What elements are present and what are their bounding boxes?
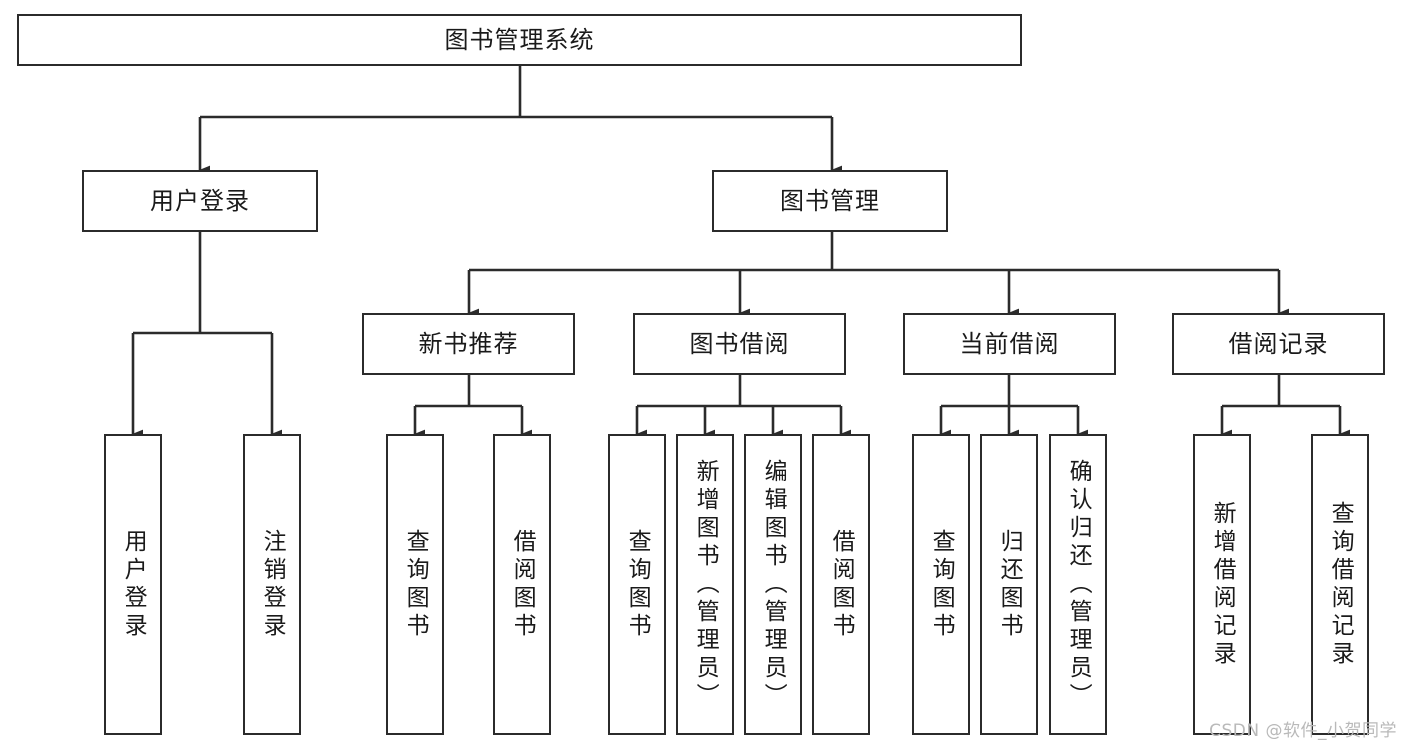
node-leaf-query-record[interactable]: 查询借阅记录 [1311, 434, 1369, 735]
node-book-borrow-label: 图书借阅 [689, 329, 790, 358]
csdn-watermark: CSDN @软件_小贺同学 [1209, 721, 1397, 741]
node-user-login[interactable]: 用户登录 [82, 170, 318, 232]
node-leaf-return-book[interactable]: 归还图书 [980, 434, 1038, 735]
node-leaf-add-book-label: 新增图书（管理员） [692, 458, 719, 711]
node-new-book-rec[interactable]: 新书推荐 [362, 313, 575, 375]
node-borrow-record[interactable]: 借阅记录 [1172, 313, 1385, 375]
node-root[interactable]: 图书管理系统 [17, 14, 1022, 66]
node-leaf-edit-book[interactable]: 编辑图书（管理员） [744, 434, 802, 735]
node-leaf-add-record[interactable]: 新增借阅记录 [1193, 434, 1251, 735]
node-book-borrow[interactable]: 图书借阅 [633, 313, 846, 375]
node-leaf-borrow-book-2-label: 借阅图书 [828, 528, 855, 641]
node-leaf-borrow-book-1[interactable]: 借阅图书 [493, 434, 551, 735]
node-leaf-query-book-1[interactable]: 查询图书 [386, 434, 444, 735]
node-leaf-logout[interactable]: 注销登录 [243, 434, 301, 735]
node-leaf-query-book-3[interactable]: 查询图书 [912, 434, 970, 735]
node-new-book-rec-label: 新书推荐 [418, 329, 519, 358]
node-leaf-query-book-1-label: 查询图书 [402, 528, 429, 641]
node-current-borrow-label: 当前借阅 [959, 329, 1060, 358]
node-user-login-label: 用户登录 [150, 186, 250, 215]
node-book-manage-label: 图书管理 [780, 186, 880, 215]
node-leaf-query-book-3-label: 查询图书 [928, 528, 955, 641]
node-leaf-user-login[interactable]: 用户登录 [104, 434, 162, 735]
node-leaf-logout-label: 注销登录 [259, 528, 286, 641]
node-leaf-add-record-label: 新增借阅记录 [1209, 500, 1236, 669]
node-current-borrow[interactable]: 当前借阅 [903, 313, 1116, 375]
node-leaf-borrow-book-1-label: 借阅图书 [509, 528, 536, 641]
node-book-manage[interactable]: 图书管理 [712, 170, 948, 232]
node-borrow-record-label: 借阅记录 [1228, 329, 1329, 358]
node-leaf-query-book-2-label: 查询图书 [624, 528, 651, 641]
node-root-label: 图书管理系统 [444, 25, 595, 54]
node-leaf-confirm-return[interactable]: 确认归还（管理员） [1049, 434, 1107, 735]
node-leaf-query-book-2[interactable]: 查询图书 [608, 434, 666, 735]
node-leaf-query-record-label: 查询借阅记录 [1327, 500, 1354, 669]
node-leaf-confirm-return-label: 确认归还（管理员） [1065, 458, 1092, 711]
node-leaf-return-book-label: 归还图书 [996, 528, 1023, 641]
node-leaf-edit-book-label: 编辑图书（管理员） [760, 458, 787, 711]
node-leaf-add-book[interactable]: 新增图书（管理员） [676, 434, 734, 735]
node-leaf-user-login-label: 用户登录 [120, 528, 147, 641]
node-leaf-borrow-book-2[interactable]: 借阅图书 [812, 434, 870, 735]
